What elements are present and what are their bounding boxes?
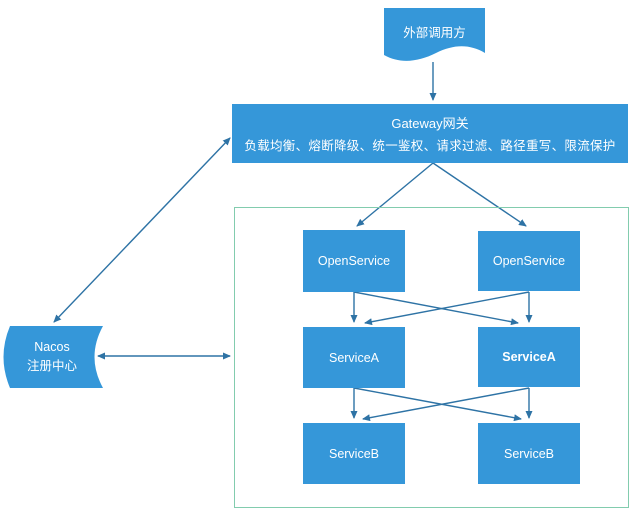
stored-data-shape — [3, 326, 103, 388]
serviceb-left-node: ServiceB — [303, 423, 405, 484]
external-caller-label: 外部调用方 — [403, 25, 466, 40]
openservice-right-node: OpenService — [478, 231, 580, 291]
external-caller-node: 外部调用方 — [384, 8, 485, 66]
openservice-left-node: OpenService — [303, 230, 405, 292]
arrow-servicea-right-to-serviceb-left — [362, 387, 530, 422]
arrow-openservice-left-to-servicea-right — [353, 291, 519, 326]
nacos-name: Nacos — [34, 340, 70, 354]
document-shape — [384, 8, 485, 61]
arrow-gateway-to-openservice-right — [432, 162, 527, 227]
gateway-subtitle: 负载均衡、熔断降级、统一鉴权、请求过滤、路径重写、限流保护 — [244, 139, 616, 153]
servicea-right-node: ServiceA — [478, 327, 580, 387]
serviceb-right-node: ServiceB — [478, 423, 580, 484]
nacos-role: 注册中心 — [26, 359, 77, 373]
gateway-title: Gateway网关 — [391, 116, 469, 131]
gateway-node: Gateway网关 负载均衡、熔断降级、统一鉴权、请求过滤、路径重写、限流保护 — [232, 104, 628, 163]
arrow-openservice-right-to-servicea-left — [364, 291, 530, 326]
arrow-gateway-to-openservice-left — [356, 162, 434, 227]
nacos-node: Nacos 注册中心 — [0, 326, 104, 388]
servicea-left-node: ServiceA — [303, 327, 405, 388]
arrow-gateway-nacos-bidirectional — [53, 137, 231, 323]
arrow-servicea-left-to-serviceb-right — [353, 387, 522, 422]
nacos-label: Nacos 注册中心 — [0, 326, 104, 388]
